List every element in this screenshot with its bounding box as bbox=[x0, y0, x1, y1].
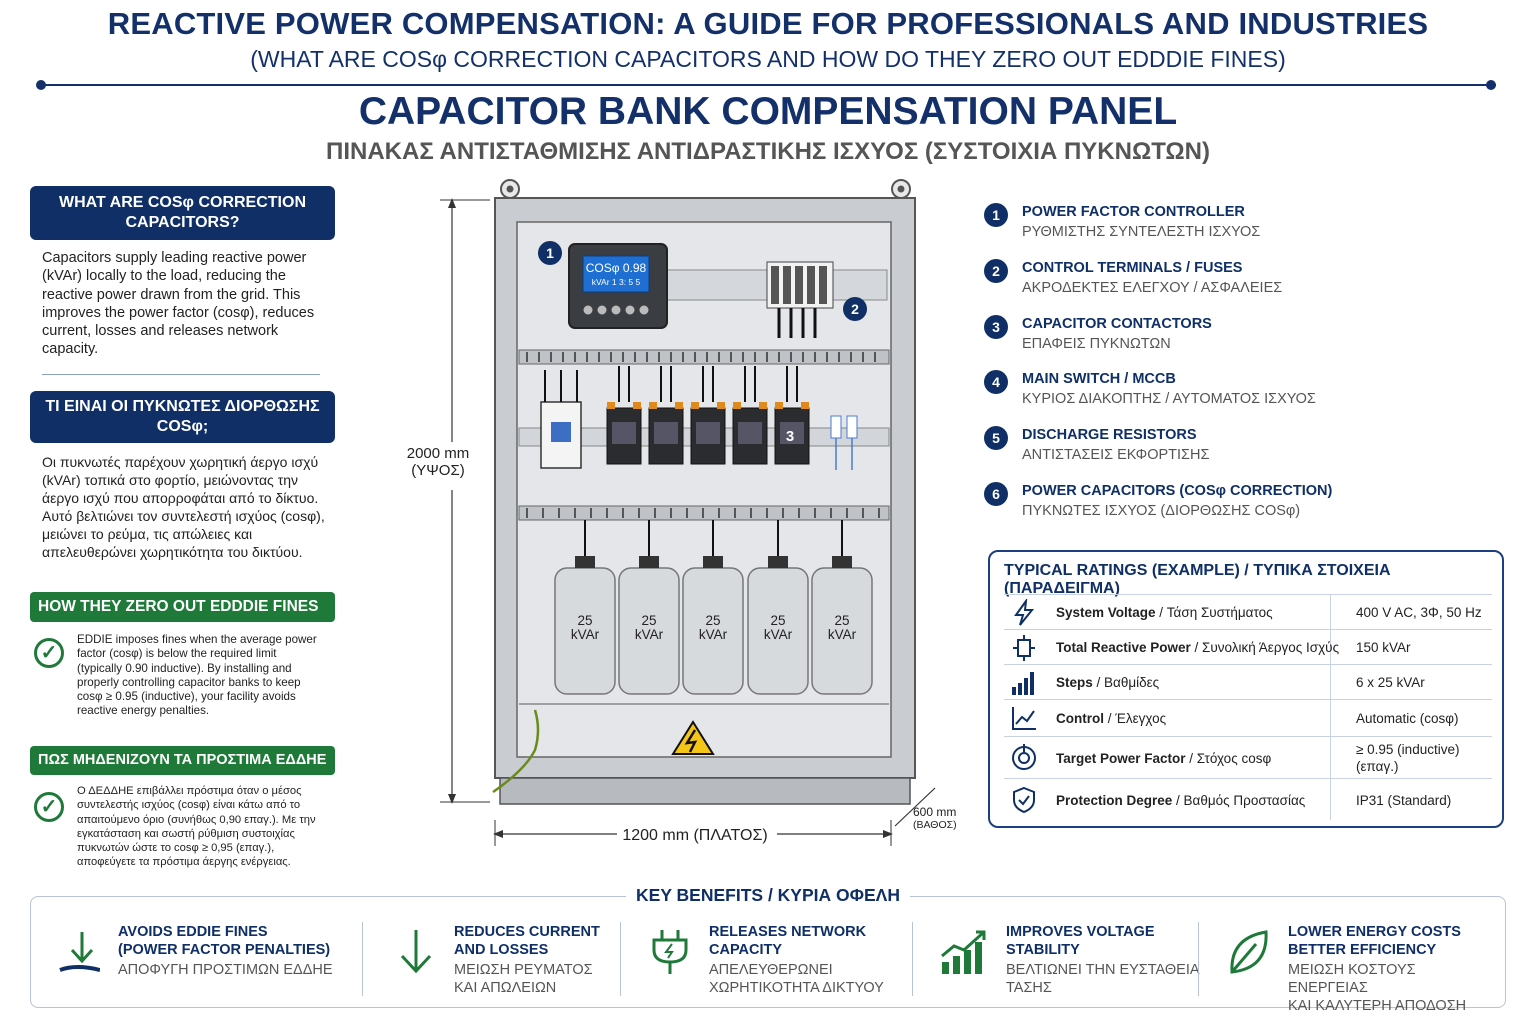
depth-label: 600 mm (ΒΑΘΟΣ) bbox=[913, 805, 957, 832]
leaf-icon bbox=[1230, 930, 1268, 974]
benefit-divider bbox=[362, 922, 363, 996]
benefits-title: KEY BENEFITS / ΚΥΡΙΑ ΟΦΕΛΗ bbox=[0, 885, 1536, 906]
ratings-table: TYPICAL RATINGS (EXAMPLE) / ΤΥΠΙΚΑ ΣΤΟΙΧ… bbox=[988, 550, 1504, 828]
cabinet-plinth bbox=[499, 777, 911, 805]
what-en-body: Capacitors supply leading reactive power… bbox=[42, 250, 315, 358]
ratings-row: Target Power Factor / Στόχος cosφ ≥ 0.95… bbox=[1004, 736, 1492, 779]
control-terminals-fuses bbox=[766, 261, 834, 338]
benefit-divider bbox=[1198, 922, 1199, 996]
lifting-eye-right bbox=[891, 179, 911, 199]
fines-gr-header: ΠΩΣ ΜΗΔΕΝΙΖΟΥΝ ΤΑ ΠΡΟΣΤΙΜΑ ΕΔΔΗΕ bbox=[30, 746, 335, 775]
capacitor-contactors bbox=[606, 366, 810, 465]
height-label: 2000 mm (ΥΨΟΣ) bbox=[406, 445, 470, 479]
trend-chart-icon bbox=[1012, 707, 1036, 730]
panel-title: CAPACITOR BANK COMPENSATION PANEL bbox=[358, 90, 1178, 133]
ratings-row: Control / Έλεγχος Automatic (cosφ) bbox=[1004, 699, 1492, 737]
benefit-divider bbox=[620, 922, 621, 996]
benefit-divider bbox=[912, 922, 913, 996]
discharge-resistors bbox=[830, 415, 858, 470]
lifting-eye-left bbox=[500, 179, 520, 199]
ratings-row: Protection Degree / Βαθμός Προστασίας IP… bbox=[1004, 778, 1492, 821]
capacitor-icon bbox=[1013, 635, 1035, 661]
controller-display-line1: COSφ 0.98 bbox=[585, 261, 647, 275]
high-voltage-warning-icon bbox=[671, 720, 715, 755]
down-arrow-icon bbox=[59, 932, 100, 972]
check-icon: ✓ bbox=[34, 792, 64, 822]
main-subtitle: (WHAT ARE COSφ CORRECTION CAPACITORS AND… bbox=[250, 46, 1286, 72]
panel-subtitle: ΠΙΝΑΚΑΣ ΑΝΤΙΣΤΑΘΜΙΣΗΣ ΑΝΤΙΔΡΑΣΤΙΚΗΣ ΙΣΧΥ… bbox=[326, 138, 1210, 165]
fines-en-body: EDDIE imposes fines when the average pow… bbox=[77, 633, 317, 718]
title-divider bbox=[40, 84, 1496, 86]
what-gr-header: ΤΙ ΕΙΝΑΙ ΟΙ ΠΥΚΝΩΤΕΣ ΔΙΟΡΘΩΣΗΣ COSφ; bbox=[30, 391, 335, 443]
bolt-icon bbox=[1014, 599, 1035, 626]
shield-check-icon bbox=[1013, 786, 1035, 814]
steps-bars-icon bbox=[1012, 672, 1034, 695]
diagram-marker-2: 2 bbox=[843, 297, 867, 321]
left-separator bbox=[42, 374, 320, 375]
power-capacitors bbox=[554, 556, 873, 695]
controller-display-line2: kVAr 1 3: 5 5 bbox=[591, 277, 641, 287]
check-icon: ✓ bbox=[34, 638, 64, 668]
divider-dot-right bbox=[1486, 80, 1496, 90]
fines-en-header: HOW THEY ZERO OUT EDDDIE FINES bbox=[30, 592, 335, 622]
ground-wire bbox=[492, 709, 540, 794]
divider-dot-left bbox=[36, 80, 46, 90]
what-en-header: WHAT ARE COSφ CORRECTION CAPACITORS? bbox=[30, 186, 335, 240]
power-factor-controller bbox=[568, 243, 668, 329]
ratings-row: Total Reactive Power / Συνολική Άεργος Ι… bbox=[1004, 629, 1492, 665]
fines-gr-body: Ο ΔΕΔΔΗΕ επιβάλλει πρόστιμα όταν ο μέσος… bbox=[77, 785, 316, 869]
cabinet-diagram bbox=[401, 179, 936, 846]
what-gr-body: Οι πυκνωτές παρέχουν χωρητική άεργο ισχύ… bbox=[42, 454, 325, 560]
main-switch-mccb bbox=[540, 370, 582, 469]
target-icon bbox=[1012, 744, 1036, 770]
ratings-row: System Voltage / Τάση Συστήματος 400 V A… bbox=[1004, 594, 1492, 630]
width-label: 1200 mm (ΠΛΑΤΟΣ) bbox=[622, 827, 768, 844]
plug-icon bbox=[652, 930, 688, 974]
main-title: REACTIVE POWER COMPENSATION: A GUIDE FOR… bbox=[107, 6, 1429, 41]
depth-dimension-line bbox=[894, 787, 936, 827]
diagram-marker-1: 1 bbox=[538, 241, 562, 265]
ratings-title: TYPICAL RATINGS (EXAMPLE) / ΤΥΠΙΚΑ ΣΤΟΙΧ… bbox=[1004, 562, 1391, 597]
down-arrow-icon bbox=[400, 930, 432, 974]
diagram-marker-3: 3 bbox=[785, 428, 795, 445]
growth-chart-icon bbox=[941, 930, 986, 974]
ratings-row: Steps / Βαθμίδες 6 x 25 kVAr bbox=[1004, 664, 1492, 700]
